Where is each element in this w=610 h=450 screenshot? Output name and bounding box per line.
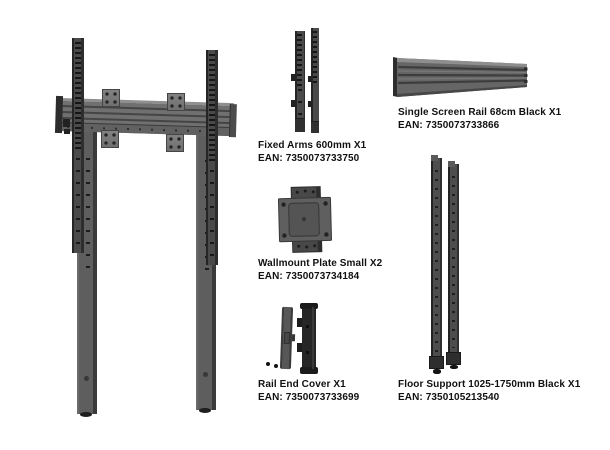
floor-stand-figure [0, 0, 250, 450]
hole-strip [86, 158, 90, 276]
rail-mount-plate [167, 93, 185, 111]
part-ean: EAN: 7350073733699 [258, 392, 360, 403]
cover-slot [283, 331, 291, 345]
hole-strip [210, 170, 214, 258]
hole-strip [313, 31, 317, 83]
part-label-rail-end-cover: Rail End Cover X1 EAN: 7350073733699 [258, 378, 359, 404]
cover-bottom-cap [300, 367, 318, 374]
rail-mount-plate [102, 89, 120, 107]
hole-strip [76, 158, 80, 246]
stand-foot [199, 408, 211, 413]
single-screen-rail-figure [393, 57, 528, 97]
part-label-single-screen-rail: Single Screen Rail 68cm Black X1 EAN: 73… [398, 106, 561, 132]
screw-icon [274, 364, 278, 368]
column-hole [84, 376, 89, 381]
arm-clip [308, 101, 312, 107]
arm-clip [291, 100, 296, 107]
hole-strip [75, 42, 81, 150]
part-name: Floor Support 1025-1750mm Black X1 [398, 379, 581, 390]
end-cover-inner [279, 306, 296, 370]
part-ean: EAN: 7350105213540 [398, 392, 500, 403]
wallmount-plate-figure [277, 186, 333, 253]
part-label-floor-support: Floor Support 1025-1750mm Black X1 EAN: … [398, 378, 580, 404]
hole-strip [297, 34, 302, 86]
rail-right-endcap [228, 104, 237, 138]
fixed-arms-figure [285, 20, 330, 140]
support-top-tab [448, 161, 455, 167]
hole-strip [298, 89, 302, 119]
cover-clip [297, 318, 302, 327]
cover-notch [291, 334, 296, 342]
arm-bottom-cap [295, 118, 305, 132]
rail-mount-plate [101, 130, 119, 148]
part-name: Fixed Arms 600mm X1 [258, 140, 367, 151]
hole-strip [452, 176, 455, 348]
support-foot-pad [433, 369, 441, 374]
cover-clip [297, 343, 302, 352]
part-label-fixed-arms: Fixed Arms 600mm X1 EAN: 7350073733750 [258, 139, 366, 165]
floor-support-bar [446, 161, 461, 369]
part-name: Rail End Cover X1 [258, 379, 346, 390]
fixed-arm-bar [291, 31, 305, 132]
rail-left-bracket [64, 129, 70, 134]
cover-hole [306, 325, 309, 328]
arm-clip [291, 74, 296, 81]
part-name: Single Screen Rail 68cm Black X1 [398, 107, 562, 118]
support-foot [446, 352, 461, 365]
part-ean: EAN: 7350073734184 [258, 271, 360, 282]
rail-left-endcap [54, 95, 64, 134]
part-name: Wallmount Plate Small X2 [258, 258, 383, 269]
screw-icon [266, 362, 270, 366]
rail-end-cover-figure [260, 298, 330, 378]
fixed-arm-bar [308, 28, 319, 133]
cover-hole [306, 351, 309, 354]
arm-bottom-cap [311, 121, 319, 133]
end-cover-outer [297, 303, 318, 374]
rail-mount-plate [166, 134, 184, 152]
cover-top-cap [300, 303, 318, 309]
support-foot [429, 356, 444, 369]
floor-support-bar [429, 155, 444, 374]
stand-right-arm [206, 50, 218, 265]
arm-clip [308, 76, 312, 82]
cover-edge-highlight [312, 307, 314, 369]
part-ean: EAN: 7350073733750 [258, 153, 360, 164]
rail-lip-holes [67, 126, 218, 133]
floor-support-figure [420, 150, 480, 380]
hole-strip [209, 54, 215, 162]
rail-left-bracket [63, 119, 70, 127]
support-foot-pad [450, 365, 458, 369]
stand-foot [80, 412, 92, 417]
stand-left-arm [72, 38, 84, 253]
support-top-tab [431, 155, 438, 161]
part-label-wallmount-plate: Wallmount Plate Small X2 EAN: 7350073734… [258, 257, 382, 283]
hole-strip [435, 170, 438, 352]
part-ean: EAN: 7350073733866 [398, 120, 500, 131]
column-hole [203, 372, 208, 377]
